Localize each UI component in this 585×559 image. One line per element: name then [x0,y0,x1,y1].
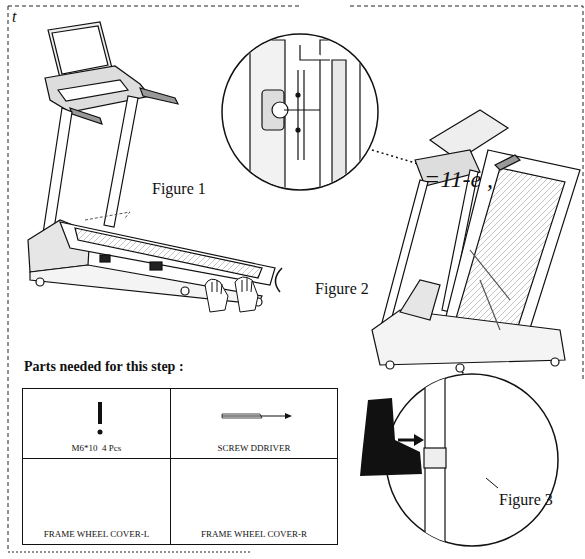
figure-label: Figure 1 [152,180,206,198]
figure-label: t [12,8,16,26]
figure-label: =11-e , [424,166,493,193]
figure-label: Figure 2 [315,280,369,298]
section-heading: Parts needed for this step : [24,359,184,375]
part-name: FRAME WHEEL COVER-L [44,529,150,544]
parts-cell: FRAME WHEEL COVER-L [22,458,171,545]
parts-cell: M6*10 4 Pcs [22,388,171,459]
part-name: M6*10 4 Pcs [72,443,122,458]
parts-cell: SCREW DDRIVER [170,388,338,459]
part-name: FRAME WHEEL COVER-R [201,529,307,544]
figure-label: Figure 3 [499,491,553,509]
parts-cell: FRAME WHEEL COVER-R [170,458,338,545]
part-name: SCREW DDRIVER [217,443,290,458]
